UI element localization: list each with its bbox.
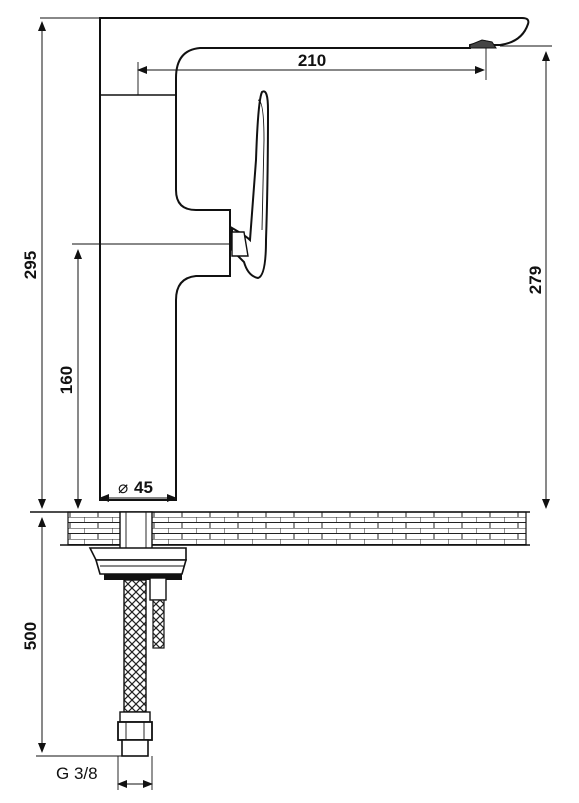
mounting-hardware <box>88 511 188 580</box>
dimension-connection: G 3/8 <box>56 756 153 790</box>
dimension-lever-height: 160 <box>57 243 232 509</box>
dimension-spout-reach: 210 <box>137 48 487 95</box>
lever-height-label: 160 <box>57 366 76 394</box>
threaded-rod <box>149 577 167 649</box>
dimension-base-diameter: ⌀ 45 <box>99 478 177 502</box>
connection-label: G 3/8 <box>56 764 98 783</box>
countertop <box>30 511 530 546</box>
base-diameter-symbol: ⌀ <box>118 478 128 497</box>
total-height-label: 295 <box>21 251 40 279</box>
spout-height-label: 279 <box>526 266 545 294</box>
braided-hose <box>117 579 153 757</box>
dimension-spout-height: 279 <box>500 45 552 509</box>
lever-handle <box>231 90 270 280</box>
spout-reach-label: 210 <box>298 51 326 70</box>
aerator <box>469 39 497 49</box>
base-diameter-label: 45 <box>134 478 153 497</box>
faucet-body <box>99 17 530 501</box>
dimension-total-height: 295 <box>21 17 100 509</box>
hose-length-label: 500 <box>21 622 40 650</box>
dimension-hose-length: 500 <box>21 517 122 757</box>
